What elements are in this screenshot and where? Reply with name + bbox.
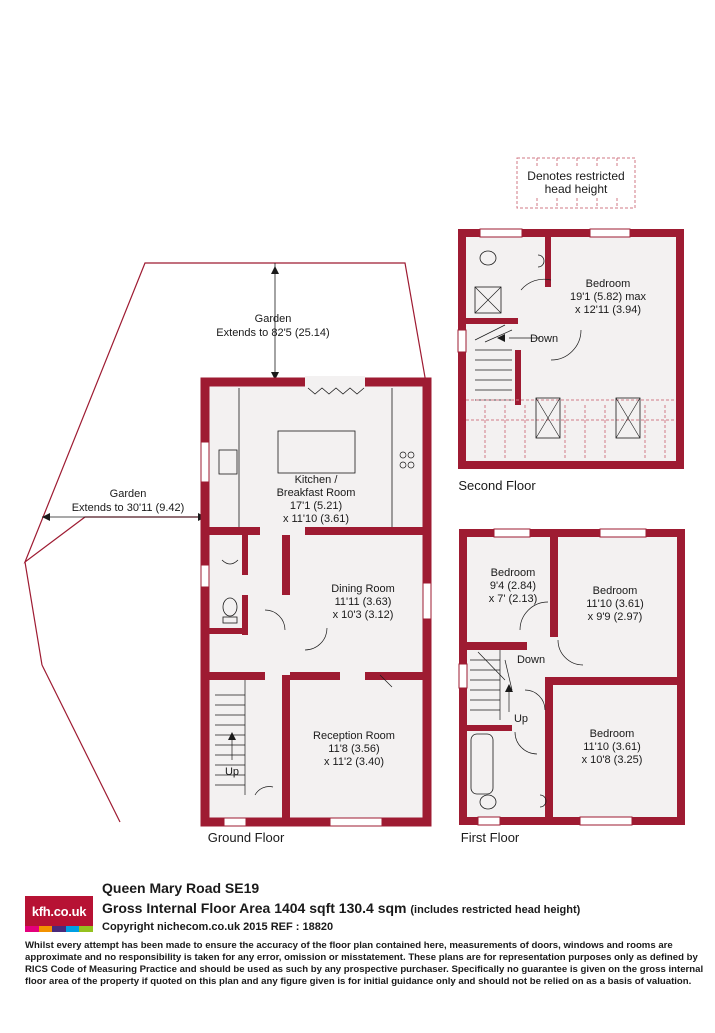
ground-floor-plan: Up Kitchen / Breakfast Room 17'1 (5.21) … xyxy=(200,376,432,827)
copyright: Copyright nichecom.co.uk 2015 REF : 1882… xyxy=(102,921,334,933)
legend-text-line2: head height xyxy=(545,182,608,196)
garden-rear-name: Garden xyxy=(255,313,292,325)
disclaimer: Whilst every attempt has been made to en… xyxy=(25,940,704,987)
kitchen-dimension-1: 17'1 (5.21) xyxy=(290,500,342,512)
first-floor-label: First Floor xyxy=(461,830,520,845)
reception-room-name: Reception Room xyxy=(313,730,395,742)
kitchen-name-line1: Kitchen / xyxy=(295,474,339,486)
floor-area-value: Gross Internal Floor Area 1404 sqft 130.… xyxy=(102,900,407,916)
first-bedroom-large-dimension-1: 11'10 (3.61) xyxy=(583,741,641,753)
garden-side-dimension: Extends to 30'11 (9.42) xyxy=(72,502,185,514)
first-stairs-up: Up xyxy=(514,713,528,725)
kitchen-dimension-2: x 11'10 (3.61) xyxy=(283,513,349,525)
dining-room-name: Dining Room xyxy=(331,583,395,595)
first-bedroom-large-name: Bedroom xyxy=(590,728,635,740)
second-bedroom-name: Bedroom xyxy=(586,278,631,290)
logo-color-bars xyxy=(25,926,93,932)
restricted-height-legend: Denotes restricted head height xyxy=(516,157,636,209)
dining-room-dimension-2: x 10'3 (3.12) xyxy=(333,609,394,621)
legend-text-line1: Denotes restricted xyxy=(527,169,624,183)
first-bedroom-small-dimension-1: 9'4 (2.84) xyxy=(490,580,536,592)
reception-room-dimension-1: 11'8 (3.56) xyxy=(328,743,379,755)
second-bedroom-dimension-2: x 12'11 (3.94) xyxy=(575,304,641,316)
logo-bar xyxy=(65,926,80,932)
logo-bar xyxy=(25,926,39,932)
first-bedroom-mid-name: Bedroom xyxy=(593,585,638,597)
dining-room-dimension-1: 11'11 (3.63) xyxy=(335,596,392,608)
first-bedroom-small-name: Bedroom xyxy=(491,567,536,579)
second-stairs-down: Down xyxy=(530,333,558,345)
floor-area-note: (includes restricted head height) xyxy=(410,904,581,916)
first-bedroom-mid-dimension-1: 11'10 (3.61) xyxy=(586,598,644,610)
ground-floor-label: Ground Floor xyxy=(208,830,285,845)
reception-room-dimension-2: x 11'2 (3.40) xyxy=(324,756,384,768)
floor-area: Gross Internal Floor Area 1404 sqft 130.… xyxy=(102,900,580,916)
agency-logo: kfh.co.uk xyxy=(25,896,93,926)
garden-outline: Garden Extends to 82'5 (25.14) Garden Ex… xyxy=(23,262,427,823)
garden-side-name: Garden xyxy=(110,488,147,500)
ground-stairs-up: Up xyxy=(225,766,239,778)
logo-bar xyxy=(38,926,53,932)
second-floor-label: Second Floor xyxy=(458,478,536,493)
garden-rear-dimension: Extends to 82'5 (25.14) xyxy=(216,327,329,339)
first-bedroom-large-dimension-2: x 10'8 (3.25) xyxy=(582,754,643,766)
logo-bar xyxy=(52,926,66,932)
kitchen-name-line2: Breakfast Room xyxy=(277,487,356,499)
logo-bar xyxy=(79,926,93,932)
first-floor-plan: Down Up Bedroom 9'4 (2.84) x 7' (2.13) B… xyxy=(458,528,685,826)
first-bedroom-mid-dimension-2: x 9'9 (2.97) xyxy=(588,611,643,623)
first-stairs-down: Down xyxy=(517,654,545,666)
second-bedroom-dimension-1: 19'1 (5.82) max xyxy=(570,291,647,303)
property-address: Queen Mary Road SE19 xyxy=(102,880,260,896)
second-floor-plan: Down Bedroom 19'1 (5.82) max x 12'11 (3.… xyxy=(457,228,684,469)
first-bedroom-small-dimension-2: x 7' (2.13) xyxy=(489,593,538,605)
